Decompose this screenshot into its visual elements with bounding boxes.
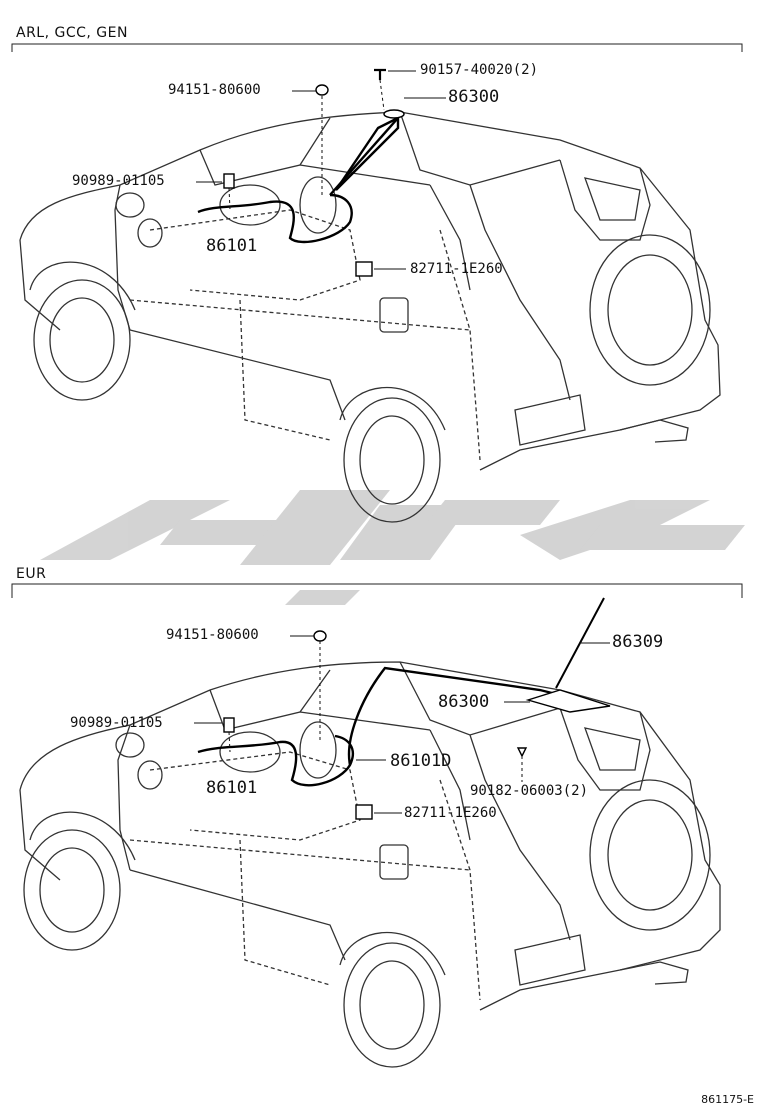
connector-82711-bottom bbox=[355, 804, 373, 820]
part-94151-80600-bottom[interactable]: 94151-80600 bbox=[166, 627, 259, 643]
part-90989-01105-top[interactable]: 90989-01105 bbox=[72, 173, 165, 189]
part-94151-80600-top[interactable]: 94151-80600 bbox=[168, 82, 261, 98]
clip-90989-top bbox=[223, 173, 235, 189]
section-frame-top bbox=[11, 43, 743, 52]
vehicle-top bbox=[19, 111, 721, 523]
section-label-arl-gcc-gen: ARL, GCC, GEN bbox=[16, 25, 128, 41]
antenna-base-top bbox=[383, 109, 405, 119]
part-86309-bottom[interactable]: 86309 bbox=[612, 632, 664, 652]
section-frame-bottom bbox=[11, 583, 743, 598]
harness-bottom bbox=[197, 666, 601, 787]
part-90157-40020-top[interactable]: 90157-40020(2) bbox=[420, 62, 539, 78]
part-90989-01105-bottom[interactable]: 90989-01105 bbox=[70, 715, 163, 731]
antenna-base-bottom bbox=[525, 689, 611, 713]
screw-90182-bottom bbox=[516, 747, 528, 758]
clip-90989-bottom bbox=[223, 717, 235, 733]
part-86101-top[interactable]: 86101 bbox=[206, 236, 258, 256]
part-86300-top[interactable]: 86300 bbox=[448, 87, 500, 107]
harness-top bbox=[197, 116, 400, 244]
part-86101-bottom[interactable]: 86101 bbox=[206, 778, 258, 798]
grommet-94151-bottom bbox=[313, 630, 327, 642]
connector-82711-top bbox=[355, 261, 373, 277]
part-82711-1e260-bottom[interactable]: 82711-1E260 bbox=[404, 805, 497, 821]
section-label-eur: EUR bbox=[16, 566, 47, 582]
leaders-bottom bbox=[194, 635, 610, 814]
watermark-logo bbox=[40, 490, 745, 605]
part-82711-1e260-top[interactable]: 82711-1E260 bbox=[410, 261, 503, 277]
part-86101d-bottom[interactable]: 86101D bbox=[390, 751, 452, 771]
part-86300-bottom[interactable]: 86300 bbox=[438, 692, 490, 712]
leaders-top bbox=[196, 70, 446, 270]
vehicle-bottom bbox=[19, 661, 721, 1068]
screw-90157-top bbox=[374, 68, 386, 80]
figure-id: 861175-E bbox=[701, 1093, 754, 1106]
grommet-94151-top bbox=[315, 84, 329, 96]
part-90182-06003-bottom[interactable]: 90182-06003(2) bbox=[470, 783, 589, 799]
